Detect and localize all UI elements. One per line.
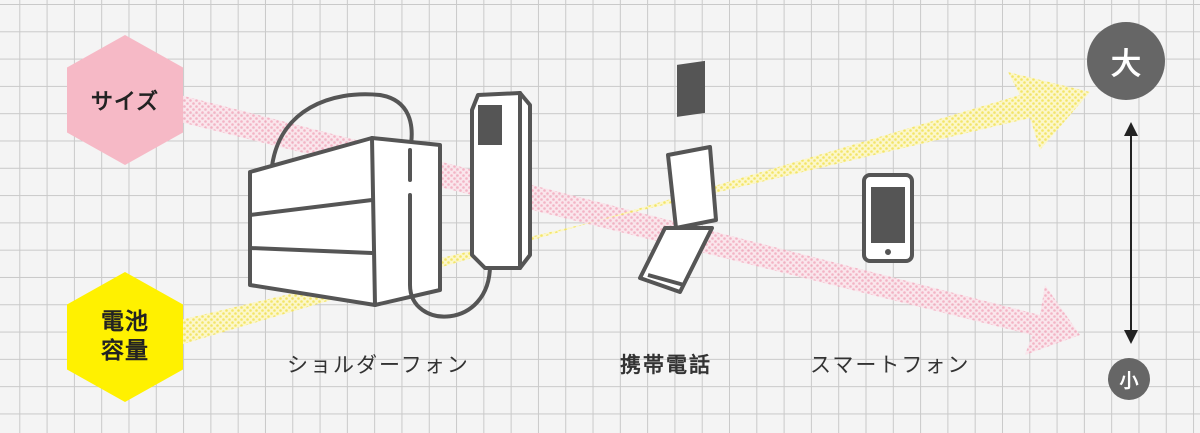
scale-small-badge: 小 [1108, 358, 1150, 400]
scale-large-badge: 大 [1087, 22, 1165, 100]
shoulder-phone-icon [248, 91, 532, 319]
smartphone-label: スマートフォン [810, 353, 971, 377]
shoulder-phone-label: ショルダーフォン [287, 353, 470, 377]
smartphone-icon [862, 173, 914, 263]
flip-phone-icon [638, 60, 718, 294]
double-arrow-icon [1124, 122, 1138, 344]
mobile-phone-label: 携帯電話 [620, 353, 712, 377]
